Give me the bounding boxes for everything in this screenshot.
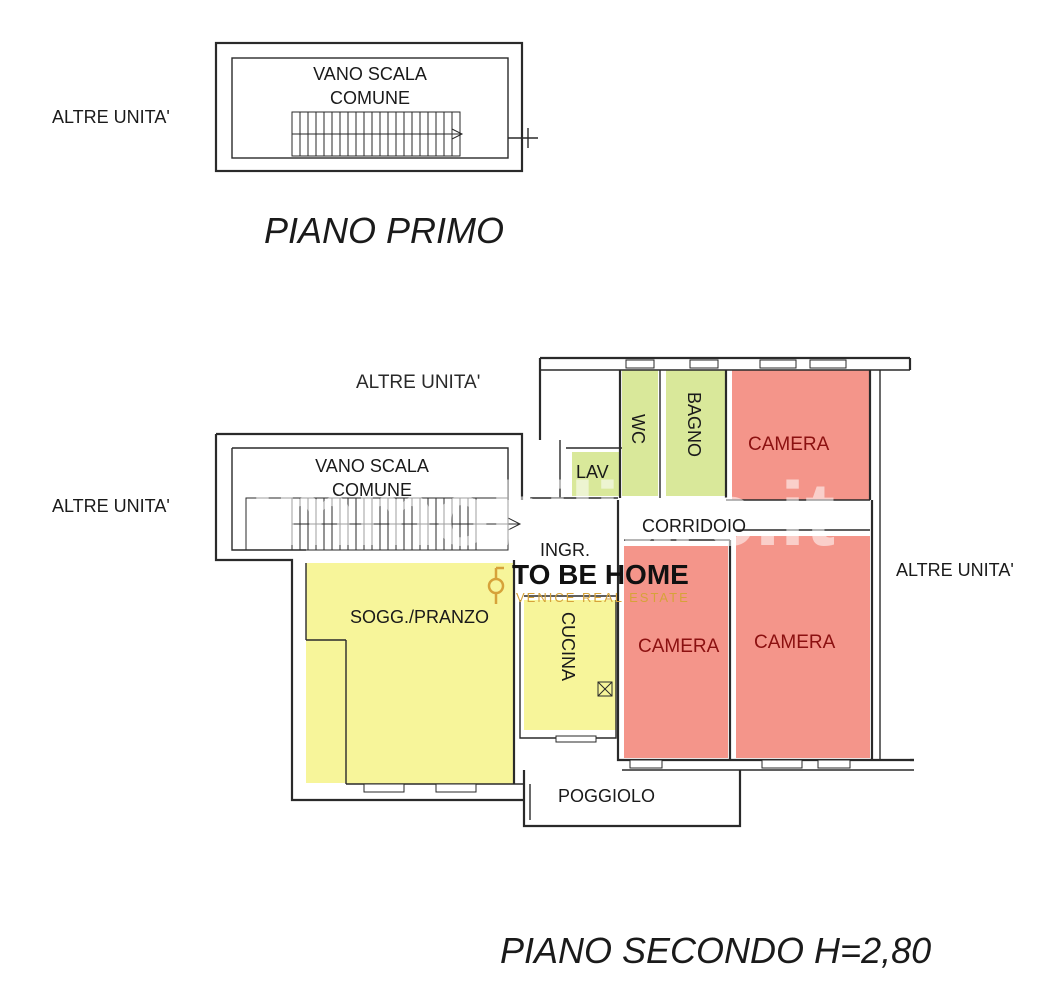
second-floor-stairs	[245, 497, 522, 551]
brand-logo: TO BE HOME VENICE REAL ESTATE	[487, 559, 690, 605]
second-floor-title: PIANO SECONDO H=2,80	[500, 930, 931, 971]
first-floor-stair-label-2: COMUNE	[330, 88, 410, 108]
first-floor-plan: VANO SCALA COMUNE ALTRE UNITA' PIANO PRI…	[52, 41, 538, 251]
room-kitchen-fill	[524, 600, 616, 730]
first-floor-stairs	[291, 111, 464, 157]
room-entry-label: INGR.	[540, 540, 590, 560]
room-kitchen-label: CUCINA	[558, 612, 578, 681]
room-bedroom-right-fill	[736, 536, 870, 758]
room-living-label: SOGG./PRANZO	[350, 607, 489, 627]
room-bedroom-top-label: CAMERA	[748, 434, 830, 455]
room-corridor-label: CORRIDOIO	[642, 516, 746, 536]
first-floor-title: PIANO PRIMO	[264, 210, 504, 251]
room-laundry-fill	[572, 452, 620, 496]
first-floor-stair-label-1: VANO SCALA	[313, 64, 427, 84]
second-floor-stair-label-1: VANO SCALA	[315, 456, 429, 476]
first-floor-inner-wall	[231, 57, 509, 159]
brand-subtitle: VENICE REAL ESTATE	[516, 590, 690, 605]
second-floor-stair-label-2: COMUNE	[332, 480, 412, 500]
second-floor-walls	[214, 356, 914, 828]
room-wc-label: WC	[628, 414, 648, 444]
second-floor-neighbor-left: ALTRE UNITA'	[52, 496, 170, 516]
second-floor-neighbor-right: ALTRE UNITA'	[896, 560, 1014, 580]
second-floor-windows	[363, 359, 851, 793]
room-balcony-label: POGGIOLO	[558, 786, 655, 806]
room-bedroom-right-label: CAMERA	[754, 632, 836, 653]
room-bath-fill	[666, 370, 726, 496]
room-bath-label: BAGNO	[684, 392, 704, 457]
first-floor-outer-wall	[214, 41, 524, 173]
watermark-site: immobiliare.it	[250, 465, 835, 565]
second-floor-neighbor-top: ALTRE UNITA'	[356, 372, 480, 393]
room-wc-fill	[622, 370, 658, 496]
room-bedroom-mid-fill	[624, 546, 728, 758]
first-floor-neighbor-label: ALTRE UNITA'	[52, 107, 170, 127]
brand-name: TO BE HOME	[512, 559, 689, 590]
room-bedroom-mid-label: CAMERA	[638, 636, 720, 657]
room-laundry-label: LAV	[576, 462, 609, 482]
second-floor-plan: immobiliare.it ALTRE UNITA' ALTRE UNITA'…	[52, 356, 1014, 971]
room-bedroom-top-fill	[732, 370, 870, 500]
key-icon	[487, 566, 505, 604]
